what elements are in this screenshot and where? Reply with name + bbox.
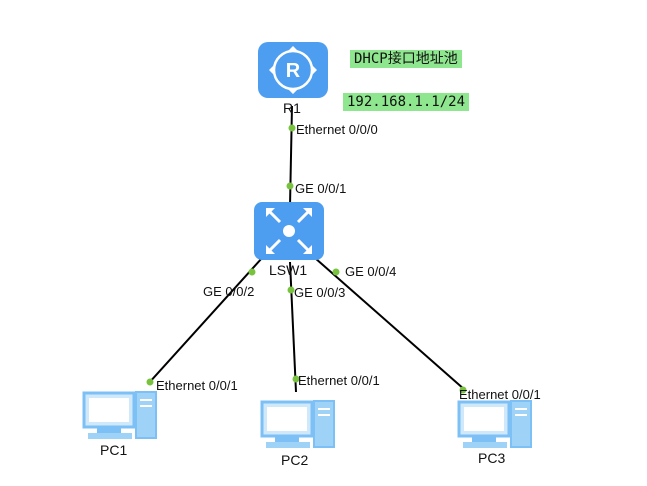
port-label-r1-eth: Ethernet 0/0/0 — [296, 122, 378, 137]
port-dot — [332, 268, 340, 276]
port-label-pc1-eth: Ethernet 0/0/1 — [156, 378, 238, 393]
device-label-r1: R1 — [283, 100, 301, 116]
port-dot — [287, 286, 295, 294]
note-subnet: 192.168.1.1/24 — [343, 93, 470, 111]
port-dot — [248, 268, 256, 276]
pc-icon[interactable] — [457, 400, 532, 448]
switch-icon[interactable] — [254, 202, 324, 260]
router-icon[interactable]: R — [258, 42, 328, 98]
port-dot — [146, 378, 154, 386]
link-lsw1-pc2 — [289, 261, 297, 393]
port-label-sw-ge2: GE 0/0/2 — [203, 284, 255, 299]
note-dhcp-pool: DHCP接口地址池 — [350, 50, 462, 68]
pc-icon[interactable] — [260, 400, 335, 448]
device-label-pc1: PC1 — [100, 442, 128, 458]
device-label-pc3: PC3 — [478, 450, 506, 466]
port-dot — [292, 375, 300, 383]
link-r1-lsw1 — [289, 105, 293, 207]
port-label-sw-ge1: GE 0/0/1 — [295, 181, 347, 196]
link-lsw1-pc1 — [147, 257, 263, 385]
port-dot — [459, 386, 467, 394]
port-label-sw-ge3: GE 0/0/3 — [294, 285, 346, 300]
port-label-pc2-eth: Ethernet 0/0/1 — [298, 373, 380, 388]
port-dot — [288, 124, 296, 132]
device-label-lsw1: LSW1 — [269, 262, 308, 278]
port-dot — [286, 182, 294, 190]
port-label-pc3-eth: Ethernet 0/0/1 — [459, 387, 541, 402]
port-label-sw-ge4: GE 0/0/4 — [345, 264, 397, 279]
link-lsw1-pc3 — [314, 257, 466, 391]
svg-text:R: R — [286, 60, 301, 82]
device-label-pc2: PC2 — [281, 452, 309, 468]
pc-icon[interactable] — [82, 391, 157, 439]
